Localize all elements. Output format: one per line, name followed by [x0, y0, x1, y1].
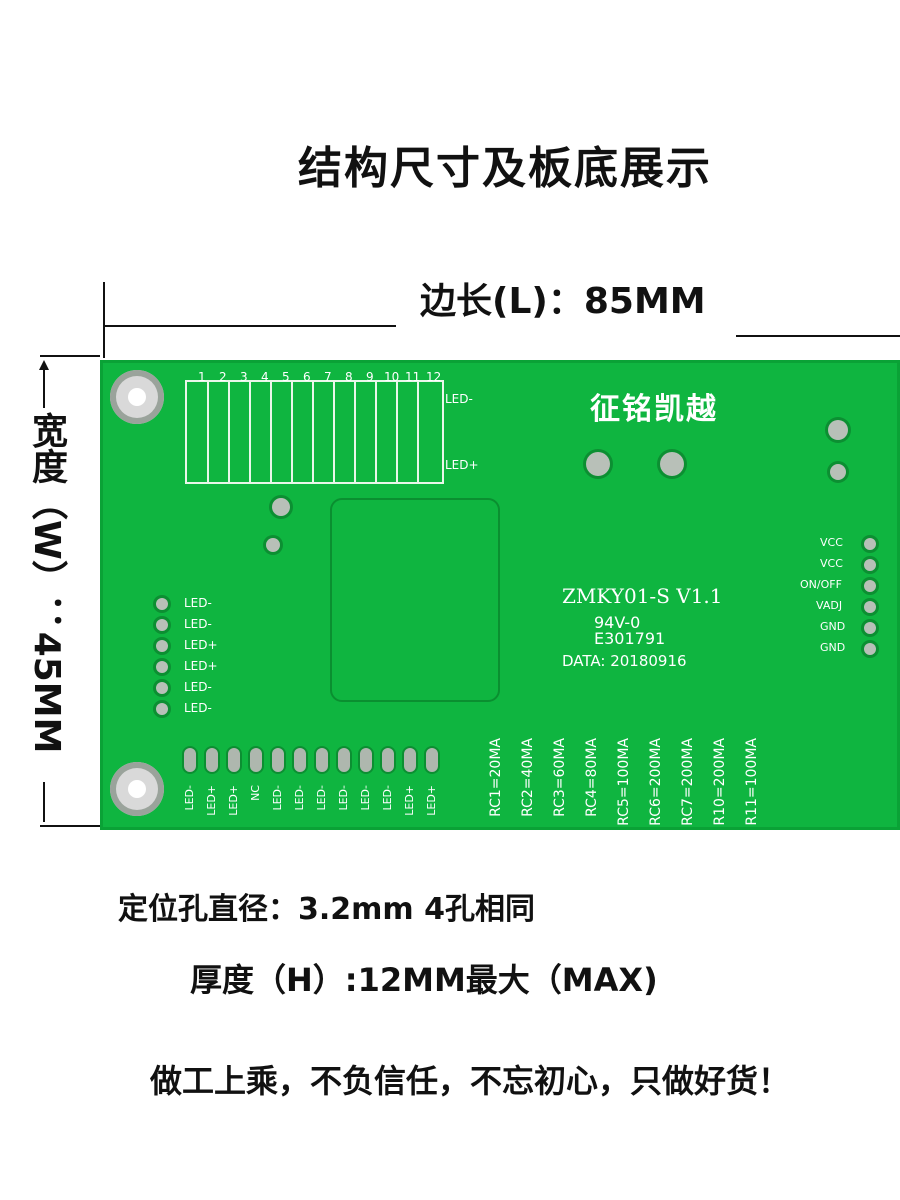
via	[266, 538, 280, 552]
left-pin-label: LED-	[184, 596, 212, 610]
top-pin-label: 5	[282, 370, 290, 384]
bottom-pin-label: LED+	[227, 785, 240, 816]
right-pin-label: ON/OFF	[800, 578, 842, 591]
top-pin-label: 11	[405, 370, 421, 384]
left-pin-pad	[156, 703, 168, 715]
rc-label: RC2=40MA	[520, 738, 536, 817]
left-pin-label: LED+	[184, 659, 218, 673]
via	[272, 498, 290, 516]
bottom-pin-label: NC	[249, 785, 262, 801]
ul-line-1: 94V-0	[594, 613, 641, 632]
date-silkscreen: DATA: 20180916	[562, 652, 687, 670]
top-right-label: LED-	[445, 392, 473, 406]
bottom-pin-pad	[294, 748, 306, 772]
right-pin-pad	[864, 622, 876, 634]
top-pin-label: 1	[198, 370, 206, 384]
bottom-pin-label: LED-	[271, 785, 284, 811]
right-pin-label: GND	[820, 641, 846, 654]
ul-mark: 94V-0 E301791	[558, 615, 665, 647]
bottom-pin-pad	[272, 748, 284, 772]
left-pin-label: LED-	[184, 701, 212, 715]
top-connector-frame	[185, 380, 444, 484]
ul-line-2: E301791	[594, 629, 666, 648]
right-pin-pad	[864, 601, 876, 613]
bottom-pin-label: LED-	[293, 785, 306, 811]
left-pin-label: LED+	[184, 638, 218, 652]
brand-silkscreen: 征铭凯越	[590, 392, 718, 427]
rc-label: RC4=80MA	[584, 738, 600, 817]
page-title: 结构尺寸及板底展示	[298, 143, 712, 194]
bottom-pin-pad	[228, 748, 240, 772]
rc-label: RC5=100MA	[616, 738, 632, 826]
bottom-pin-label: LED-	[315, 785, 328, 811]
top-pin-label: 7	[324, 370, 332, 384]
rc-label: RC1=20MA	[488, 738, 504, 817]
left-pin-label: LED-	[184, 680, 212, 694]
bottom-pin-pad	[360, 748, 372, 772]
bottom-pin-label: LED+	[425, 785, 438, 816]
bottom-pin-pad	[382, 748, 394, 772]
top-pin-label: 6	[303, 370, 311, 384]
rc-label: R11=100MA	[744, 738, 760, 826]
left-pin-label: LED-	[184, 617, 212, 631]
bottom-pin-pad	[206, 748, 218, 772]
rc-label: RC6=200MA	[648, 738, 664, 826]
top-pin-label: 12	[426, 370, 442, 384]
bottom-pin-pad	[250, 748, 262, 772]
rc-label: RC3=60MA	[552, 738, 568, 817]
top-pin-label: 9	[366, 370, 374, 384]
mounting-hole	[110, 762, 164, 816]
left-pin-pad	[156, 598, 168, 610]
via	[828, 420, 848, 440]
right-pin-label: VCC	[820, 536, 843, 549]
bottom-pin-pad	[316, 748, 328, 772]
left-pin-pad	[156, 640, 168, 652]
right-pin-label: VADJ	[816, 599, 843, 612]
bottom-pin-pad	[404, 748, 416, 772]
mounting-hole	[110, 370, 164, 424]
top-right-label: LED+	[445, 458, 479, 472]
bottom-pin-label: LED-	[359, 785, 372, 811]
top-pin-label: 2	[219, 370, 227, 384]
thickness-note: 厚度（H）:12MM最大（MAX)	[190, 961, 658, 999]
right-pin-pad	[864, 559, 876, 571]
rc-label: RC7=200MA	[680, 738, 696, 826]
model-silkscreen: ZMKY01-S V1.1	[562, 584, 723, 608]
length-dimension: 边长(L)：85MM	[420, 281, 706, 322]
bottom-pin-label: LED+	[205, 785, 218, 816]
bottom-pin-pad	[426, 748, 438, 772]
via	[586, 452, 610, 476]
right-pin-pad	[864, 538, 876, 550]
pcb-board: 1 2 3 4 5 6 7 8 9 10 11 12 LED- LED+ 征铭凯…	[100, 360, 900, 830]
bottom-pin-label: LED-	[381, 785, 394, 811]
via	[660, 452, 684, 476]
right-pin-label: VCC	[820, 557, 843, 570]
top-pin-label: 4	[261, 370, 269, 384]
ic-footprint	[330, 498, 500, 702]
slogan: 做工上乘，不负信任，不忘初心，只做好货！	[150, 1062, 791, 1100]
top-pin-label: 3	[240, 370, 248, 384]
bottom-pin-pad	[184, 748, 196, 772]
right-pin-pad	[864, 643, 876, 655]
width-dimension: 宽度（W）：45MM	[26, 412, 67, 754]
left-pin-pad	[156, 661, 168, 673]
left-pin-pad	[156, 682, 168, 694]
rc-label: R10=200MA	[712, 738, 728, 826]
bottom-pin-pad	[338, 748, 350, 772]
right-pin-pad	[864, 580, 876, 592]
right-pin-label: GND	[820, 620, 846, 633]
via	[830, 464, 846, 480]
bottom-pin-label: LED+	[403, 785, 416, 816]
hole-diameter-note: 定位孔直径：3.2mm 4孔相同	[118, 892, 535, 927]
left-pin-pad	[156, 619, 168, 631]
top-pin-label: 8	[345, 370, 353, 384]
top-pin-label: 10	[384, 370, 400, 384]
bottom-pin-label: LED-	[337, 785, 350, 811]
bottom-pin-label: LED-	[183, 785, 196, 811]
